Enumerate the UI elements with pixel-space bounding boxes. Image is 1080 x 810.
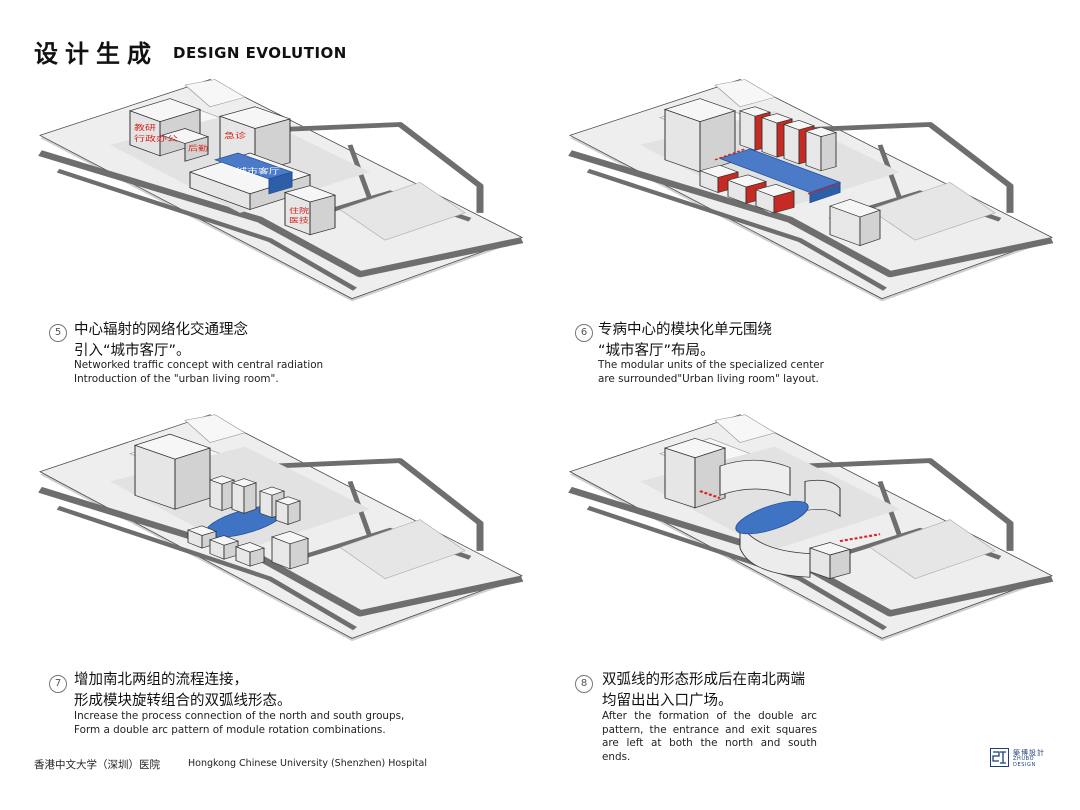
caption-en-line-1: Increase the process connection of the n… [74,710,404,724]
caption-en-line-2: Introduction of the "urban living room". [74,373,279,387]
label-medtech: 医技 [289,215,310,225]
panel-7: 7 增加南北两组的流程连接， 形成模块旋转组合的双弧线形态。 Increase … [10,405,530,765]
caption-cn-line-2: 均留出出入口广场。 [602,691,733,712]
label-admin: 行政办公 [134,134,179,144]
caption-cn-line-1: 专病中心的模块化单元围绕 [598,320,772,341]
caption-cn-line-2: 形成模块旋转组合的双弧线形态。 [74,691,292,712]
title-english: DESIGN EVOLUTION [173,44,347,62]
logo-mark-icon [990,748,1009,767]
step-number: 6 [575,324,593,342]
zhubo-logo: 築博設計 ZHUBO DESIGN [990,748,1050,770]
massing-diagram-8 [540,405,1060,655]
step-number: 8 [575,675,593,693]
caption-en-line-2: are surrounded"Urban living room" layout… [598,373,819,387]
label-inpatient: 住院 [289,206,310,216]
massing-diagram-5: 教研 行政办公 后勤 急诊 城市客厅 住院 医技 [10,70,530,315]
caption-cn-line-1: 增加南北两组的流程连接， [74,670,248,691]
label-logistics: 后勤 [188,143,209,153]
footer-hospital-cn: 香港中文大学（深圳）医院 [34,757,160,772]
panel-6: 6 专病中心的模块化单元围绕 “城市客厅”布局。 The modular uni… [540,70,1060,430]
caption-cn-line-1: 中心辐射的网络化交通理念 [74,320,248,341]
massing-diagram-6 [540,70,1060,315]
label-teaching: 教研 [134,123,156,133]
step-number: 7 [49,675,67,693]
caption-en-paragraph: After the formation of the double arc pa… [602,710,817,764]
logo-text-en: ZHUBO DESIGN [1013,756,1049,768]
step-number: 5 [49,324,67,342]
title-chinese: 设计生成 [34,34,158,69]
label-emergency: 急诊 [224,131,247,141]
caption-en-line-1: Networked traffic concept with central r… [74,359,323,373]
label-living-room: 城市客厅 [236,166,280,176]
panel-8: 8 双弧线的形态形成后在南北两端 均留出出入口广场。 After the for… [540,405,1060,765]
massing-diagram-7 [10,405,530,655]
footer-hospital-en: Hongkong Chinese University (Shenzhen) H… [188,758,427,769]
caption-cn-line-1: 双弧线的形态形成后在南北两端 [602,670,805,691]
caption-en-line-2: Form a double arc pattern of module rota… [74,724,386,738]
caption-en-line-1: The modular units of the specialized cen… [598,359,824,373]
panel-5: 教研 行政办公 后勤 急诊 城市客厅 住院 医技 5 中心辐射的网络化交通理念 … [10,70,530,430]
